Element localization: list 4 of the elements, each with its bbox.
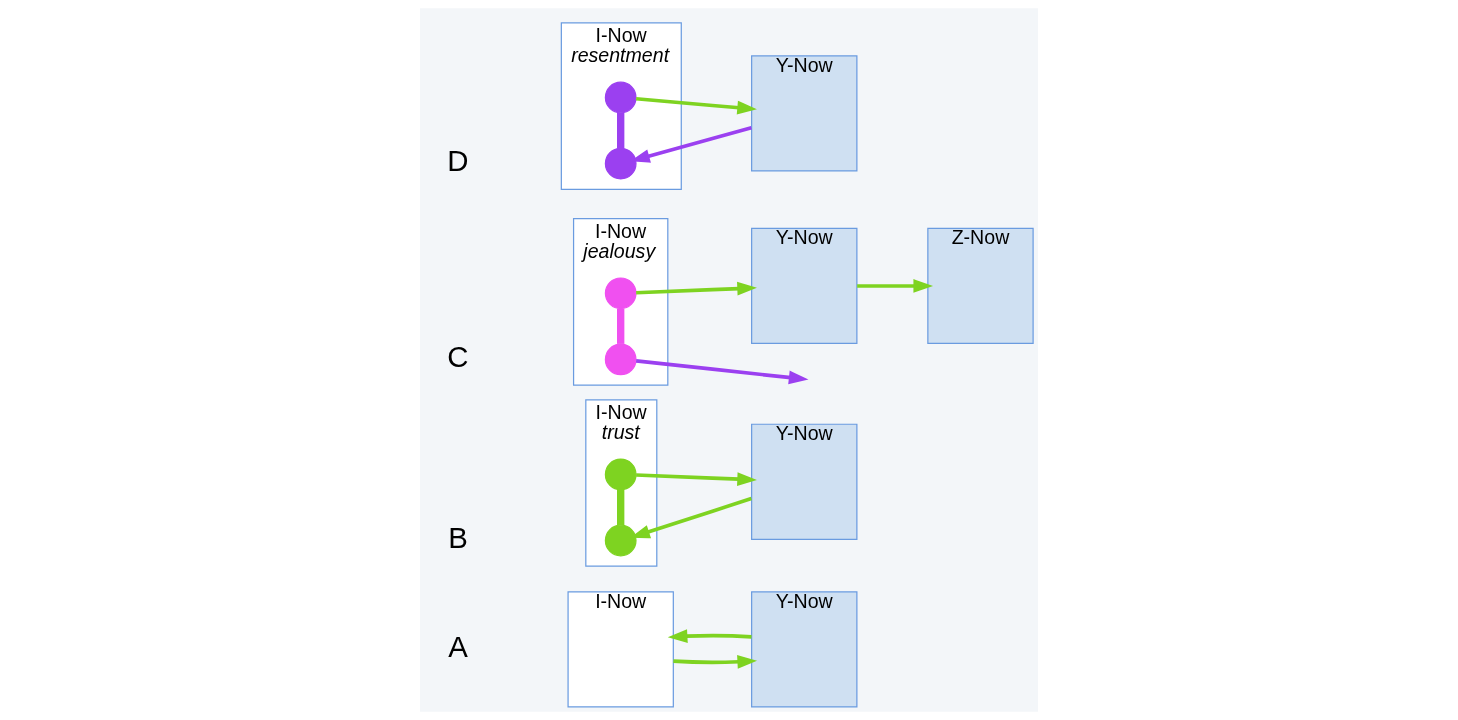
label: C xyxy=(447,339,469,373)
label: A xyxy=(448,630,468,664)
label: D xyxy=(447,144,469,178)
label: B xyxy=(448,521,468,555)
